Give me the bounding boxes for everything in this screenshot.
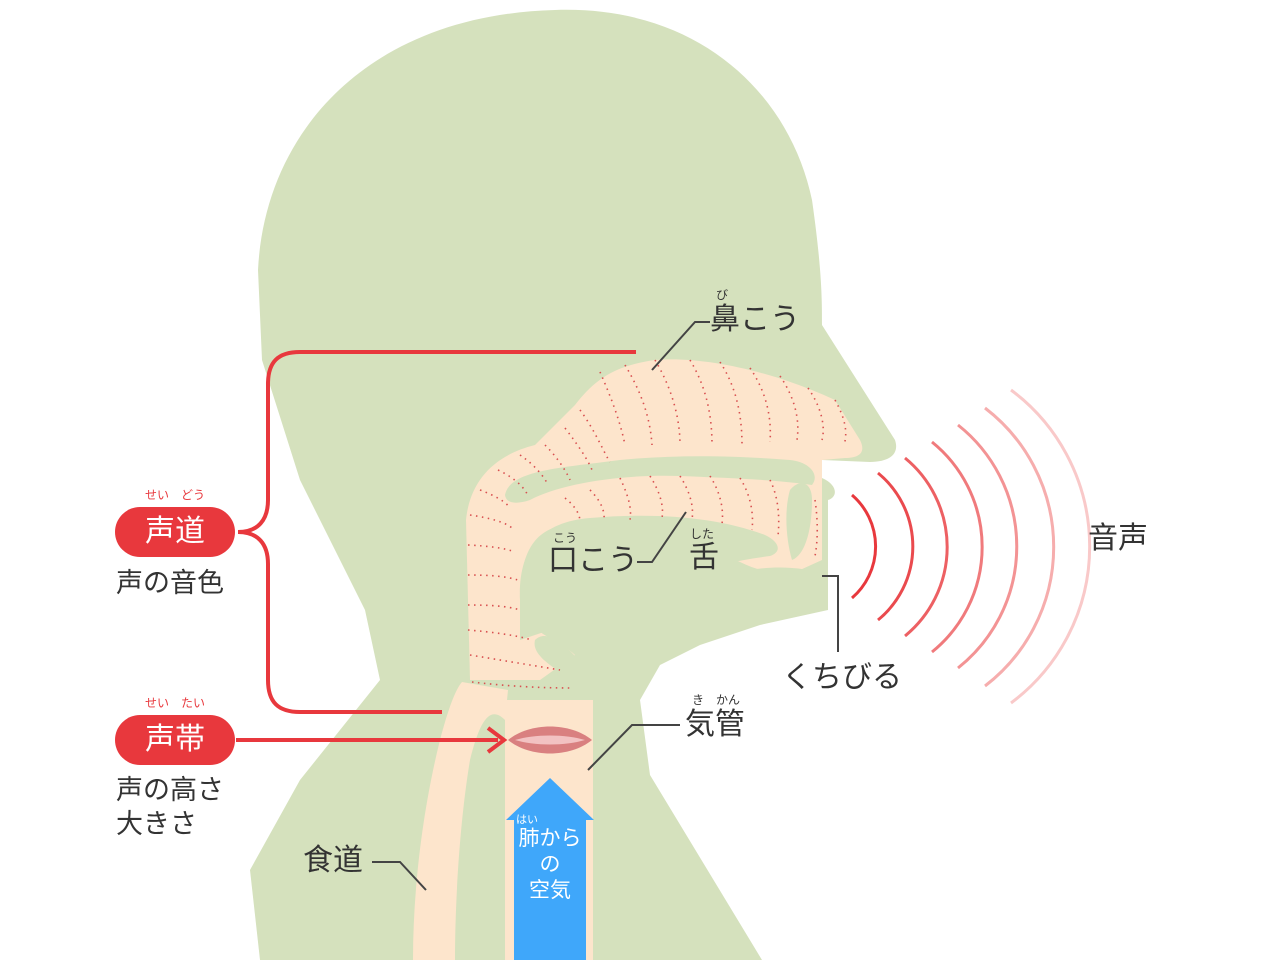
vocal-cords-ruby: せい たい [145, 696, 206, 710]
air-ruby: はい [516, 813, 538, 826]
vocal-cords-desc-2: 大きさ [116, 809, 197, 840]
vocal-cords-arrow-head [486, 726, 508, 754]
trachea-ruby: き かん [692, 693, 741, 707]
oral-cavity-label: 口こう [548, 543, 638, 578]
air-arrow [506, 778, 594, 960]
vocal-cords-desc-1: 声の高さ [116, 775, 224, 806]
nasal-cavity-ruby: び [716, 288, 729, 302]
air-line-2: の [539, 852, 561, 876]
esophagus-label: 食道 [303, 843, 363, 878]
sound-waves [851, 388, 1092, 705]
tongue-shape [519, 515, 778, 640]
air-line-1: 肺から [518, 826, 582, 850]
upper-lip [786, 483, 812, 560]
oral-cavity-ruby: こう [553, 531, 578, 545]
leader-lines [372, 321, 839, 891]
voice-label: 音声 [1088, 521, 1148, 556]
vocal-tract-desc: 声の音色 [116, 568, 224, 599]
tongue-ruby: した [690, 527, 715, 541]
trachea-label: 気管 [685, 707, 745, 742]
vocal-tract-ruby: せい どう [145, 488, 206, 502]
tract-dotted-lines [467, 359, 847, 689]
tongue-label: 舌 [689, 540, 719, 575]
air-line-3: 空気 [529, 878, 571, 902]
lips-label: くちびる [782, 660, 902, 695]
esophagus-tube [413, 682, 508, 960]
epiglottis [534, 635, 575, 672]
nasal-cavity-label: 鼻こう [710, 302, 800, 337]
lower-lip [729, 567, 828, 610]
hard-palate [505, 456, 815, 503]
vocal-tract-bracket [237, 350, 636, 714]
vocal-cords-badge: 声帯 [115, 715, 235, 765]
vocal-tract-badge: 声道 [115, 507, 235, 557]
vocal-cords-slit [515, 735, 585, 745]
